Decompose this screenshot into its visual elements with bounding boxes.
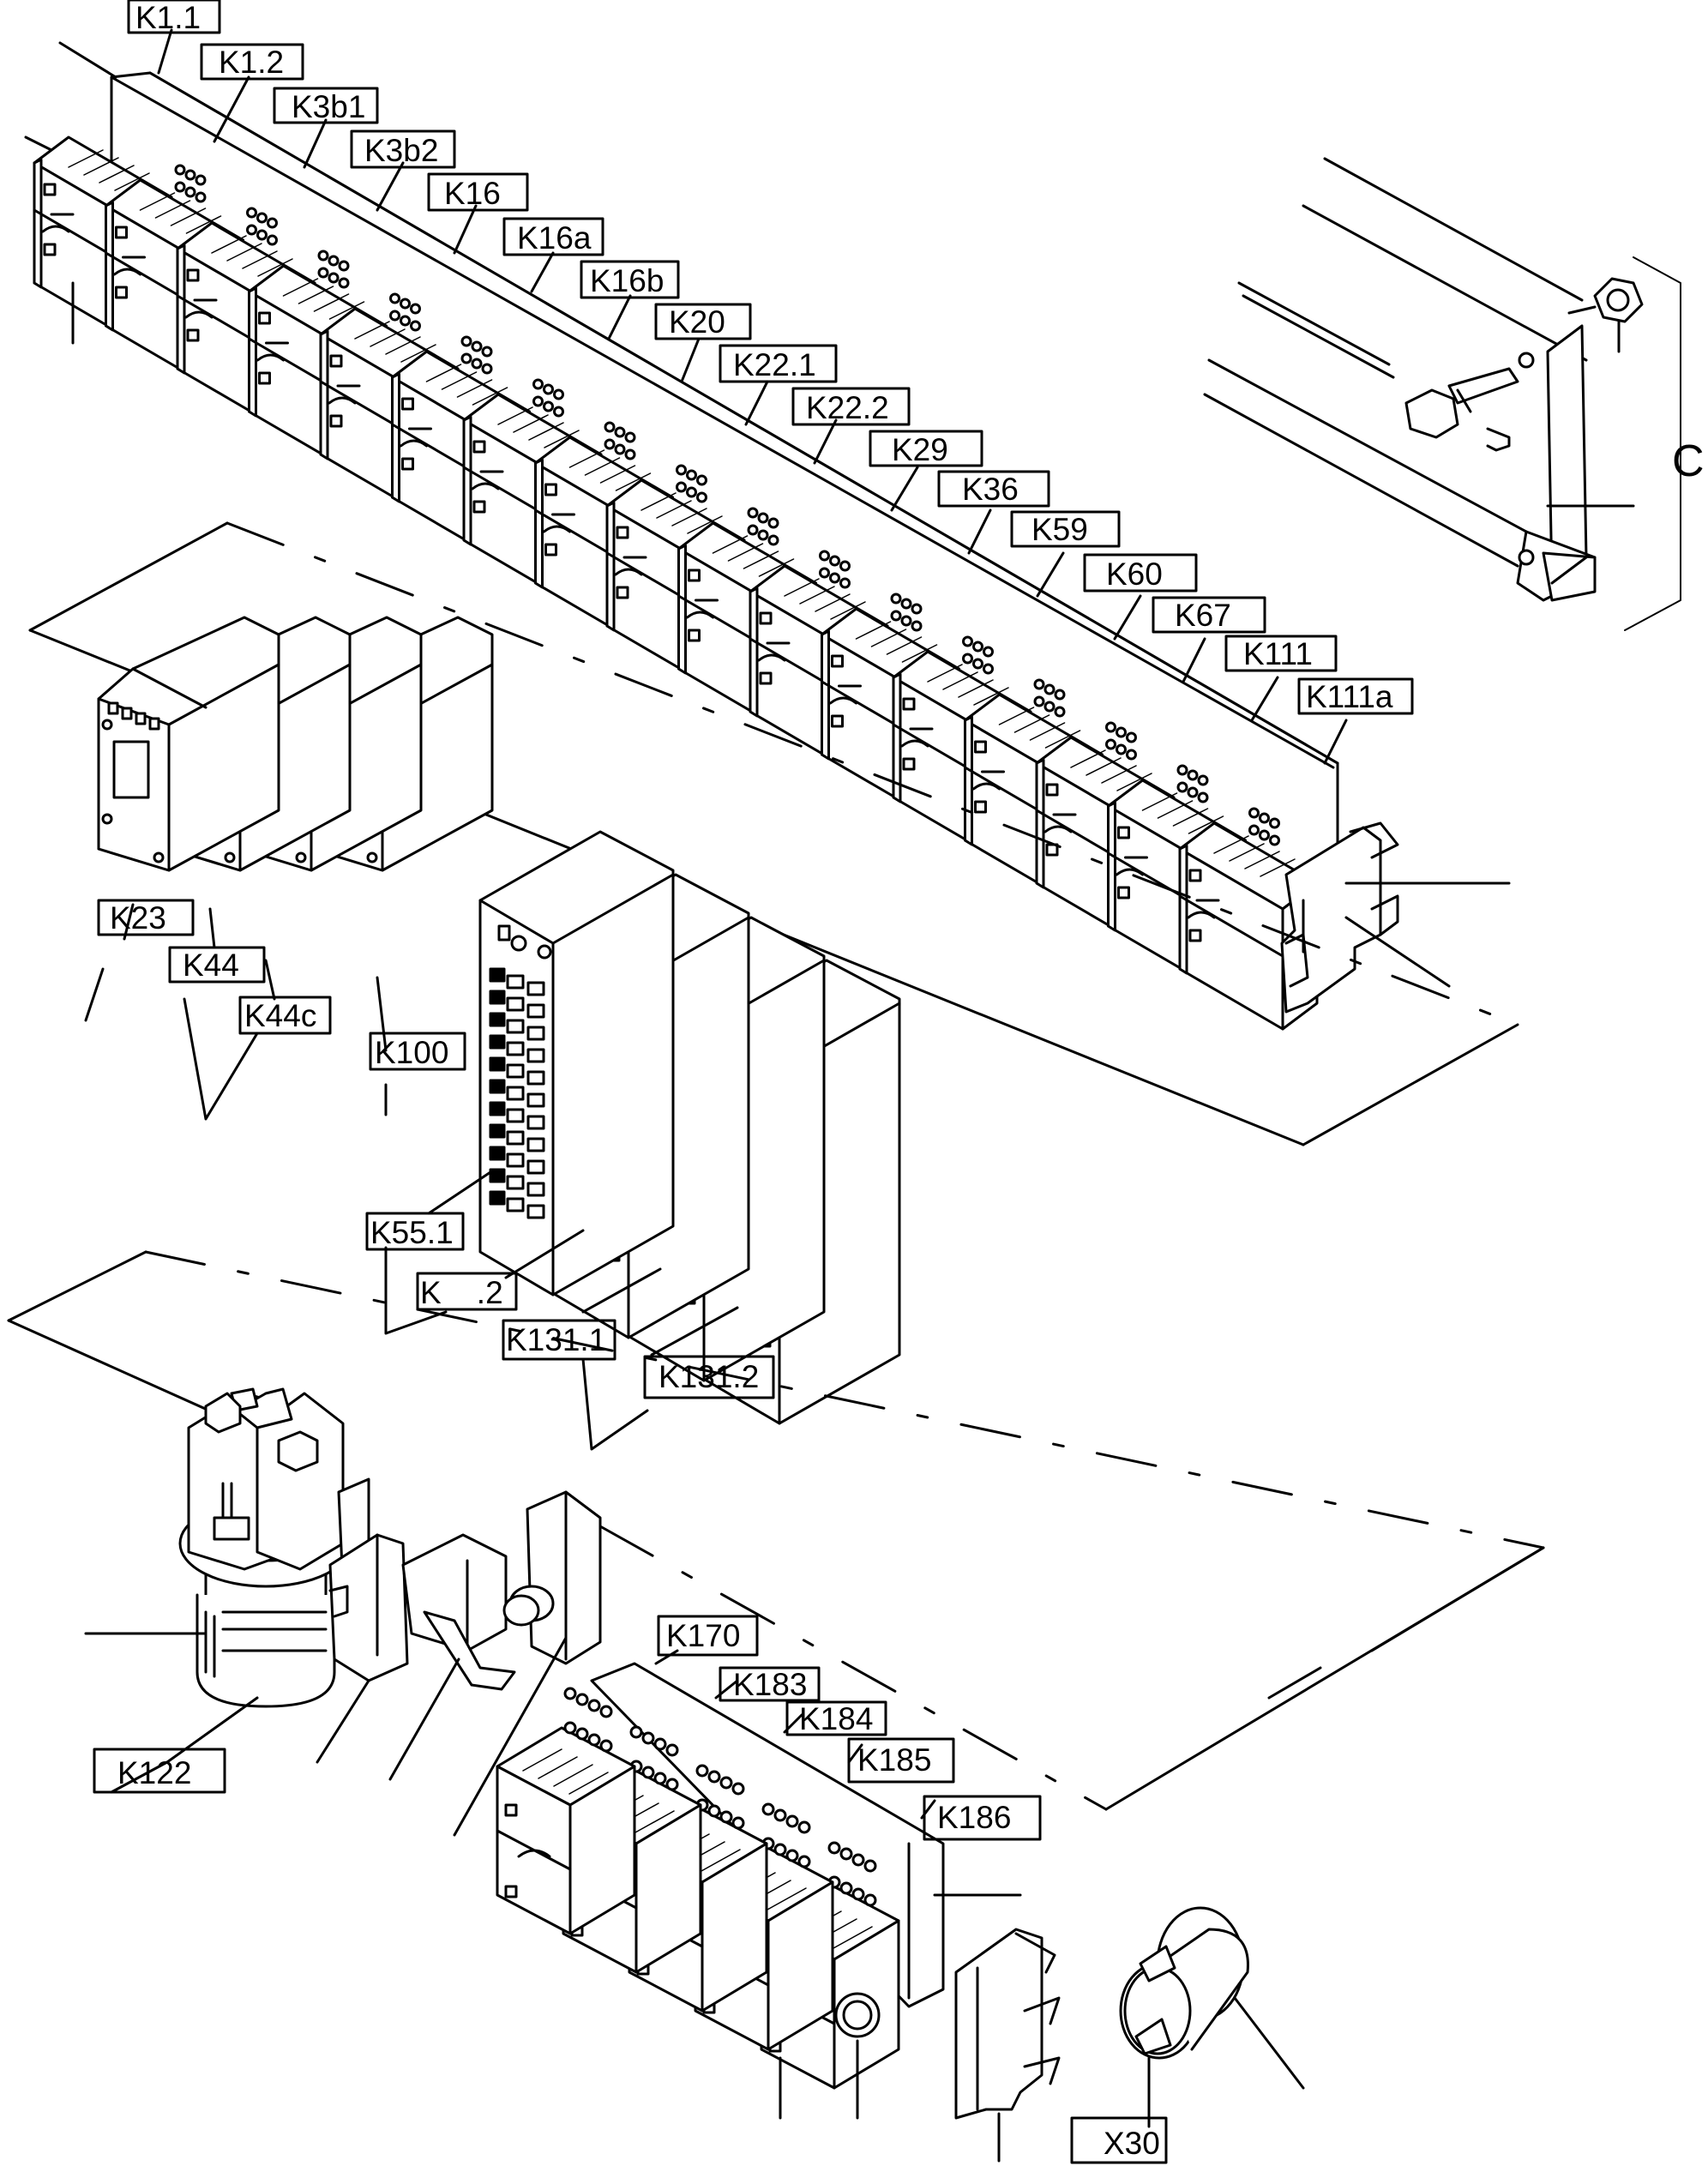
label-k131-1: K131.1 [502, 1319, 616, 1361]
interface-relay [478, 830, 675, 1297]
label-k23: K23 [97, 899, 195, 936]
svg-text:X30: X30 [1104, 2126, 1160, 2161]
svg-text:K184: K184 [799, 1701, 873, 1736]
label-k131-2: K131.2 [643, 1355, 775, 1399]
svg-text:K111: K111 [1243, 636, 1313, 671]
label-k44c: K44c [238, 996, 332, 1035]
label-k16: K16 [427, 172, 529, 212]
leader-lines [71, 28, 1348, 2120]
label-k186: K186 [923, 1795, 1042, 1841]
svg-text:K122: K122 [117, 1755, 191, 1790]
svg-text:K131.2: K131.2 [659, 1359, 759, 1394]
label-k170: K170 [657, 1615, 759, 1657]
top-relay-row [33, 135, 1352, 1031]
detail-c-mounting-bracket: C [1203, 157, 1705, 631]
svg-text:K3b1: K3b1 [292, 89, 365, 124]
svg-text:K23: K23 [110, 900, 166, 936]
svg-text:K185: K185 [857, 1742, 931, 1778]
solenoid-k122 [84, 1387, 370, 1794]
svg-text:K22.1: K22.1 [733, 347, 816, 382]
label-k3b1: K3b1 [273, 87, 379, 124]
end-clamp-top [1280, 821, 1511, 1014]
svg-text:K1.2: K1.2 [219, 45, 284, 80]
interface-relay-group [478, 830, 901, 1425]
bottom-relay-row [496, 1662, 945, 2090]
svg-text:K55.1: K55.1 [370, 1215, 454, 1250]
svg-text:K36: K36 [962, 472, 1019, 507]
svg-text:K3b2: K3b2 [364, 133, 438, 168]
label-k16b: K16b [580, 260, 680, 299]
svg-text:K131.1: K131.1 [506, 1322, 606, 1357]
label-k185: K185 [847, 1737, 955, 1784]
label-k29: K29 [869, 430, 983, 467]
label-k67: K67 [1152, 596, 1266, 634]
svg-text:K186: K186 [937, 1800, 1011, 1835]
svg-text:K100: K100 [375, 1035, 448, 1070]
connector-x30 [1119, 1906, 1305, 2128]
bottom-module-strip [316, 1490, 602, 1837]
svg-text:K .2: K .2 [420, 1275, 503, 1310]
label-k111a: K111a [1297, 677, 1414, 715]
label-k59: K59 [1010, 510, 1121, 548]
end-clamp-bottom [954, 1928, 1061, 2163]
svg-text:K67: K67 [1175, 598, 1231, 633]
svg-text:K16b: K16b [590, 263, 664, 298]
svg-text:K1.1: K1.1 [135, 0, 201, 35]
label-k3b2: K3b2 [350, 129, 456, 169]
svg-text:K22.2: K22.2 [806, 390, 889, 425]
label-k36: K36 [937, 470, 1050, 508]
label-k1-1: K1.1 [127, 0, 221, 35]
svg-text:K16a: K16a [517, 220, 592, 256]
svg-text:K59: K59 [1031, 512, 1088, 547]
small-relay [496, 1687, 636, 1935]
contactor-group [97, 616, 494, 872]
label-x30: X30 [1070, 2116, 1168, 2164]
svg-text:K111a: K111a [1306, 679, 1393, 714]
label-k16a: K16a [502, 217, 604, 256]
label-k1-2: K1.2 [200, 43, 304, 81]
label-k55-2: K .2 [416, 1272, 518, 1311]
svg-text:K16: K16 [444, 176, 501, 211]
label-k100: K100 [369, 1032, 466, 1071]
svg-text:K20: K20 [669, 304, 725, 340]
detail-c-label: C [1672, 436, 1705, 486]
label-k22-2: K22.2 [791, 387, 911, 426]
svg-text:K44: K44 [183, 948, 239, 983]
svg-text:K183: K183 [733, 1667, 807, 1702]
label-k183: K183 [719, 1666, 821, 1702]
label-boxes: K1.1 K1.2 K3b1 K3b2 K16 K16a K16b K20 K2… [93, 0, 1414, 2164]
svg-text:K29: K29 [892, 432, 948, 467]
svg-text:K44c: K44c [244, 998, 316, 1033]
svg-text:K170: K170 [666, 1618, 740, 1653]
label-k60: K60 [1083, 553, 1198, 593]
label-k122: K122 [93, 1748, 226, 1794]
label-k44: K44 [168, 946, 266, 984]
svg-text:K60: K60 [1106, 557, 1163, 592]
label-k111: K111 [1224, 635, 1338, 672]
label-k184: K184 [785, 1700, 887, 1736]
label-k20: K20 [654, 303, 752, 340]
contactor [97, 616, 280, 872]
label-k22-1: K22.1 [719, 344, 838, 383]
label-k55-1: K55.1 [365, 1212, 465, 1251]
